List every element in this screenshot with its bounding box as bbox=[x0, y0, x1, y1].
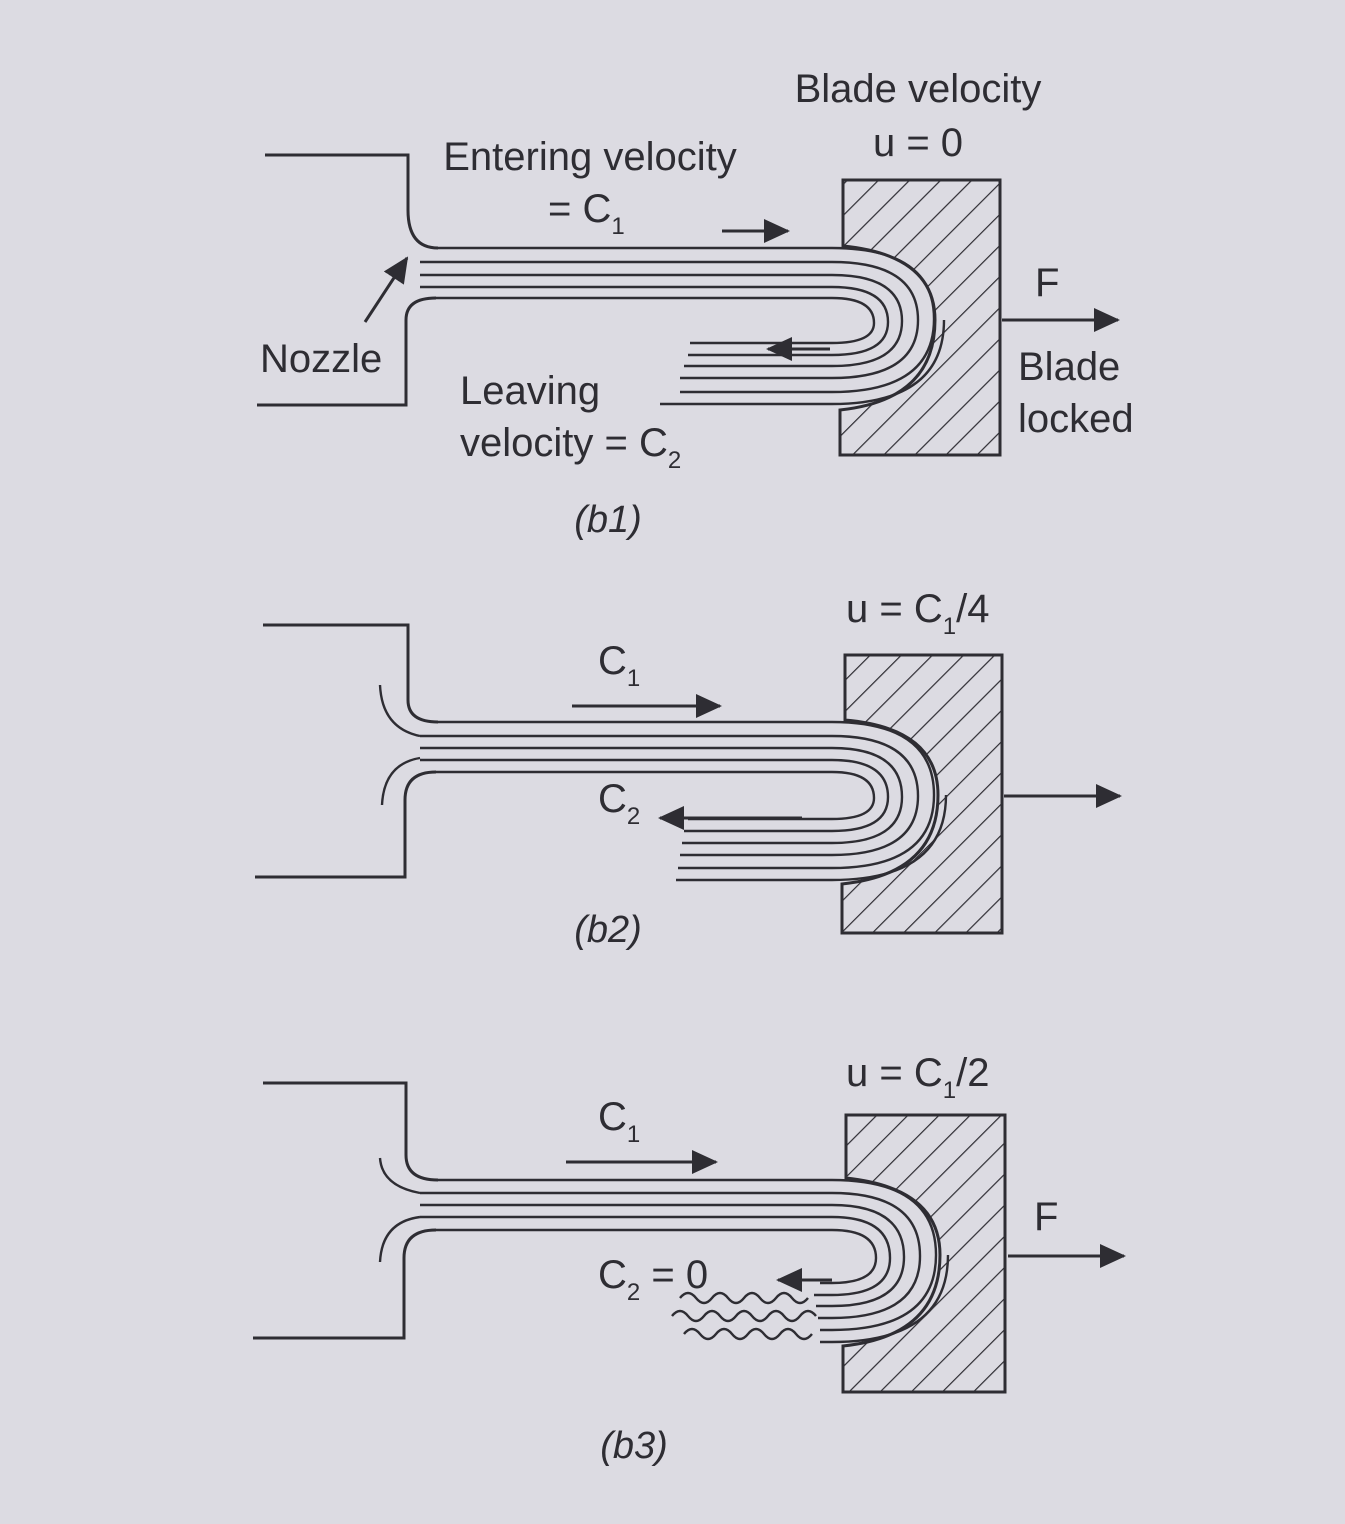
turbulent-exhaust bbox=[671, 1291, 817, 1341]
blade-locked-line1: Blade bbox=[1018, 345, 1120, 389]
nozzle-outline-bottom bbox=[253, 1228, 437, 1340]
blade-velocity-b1: u = 0 bbox=[873, 121, 963, 165]
panel-b1: Blade velocity u = 0 Entering velocity =… bbox=[257, 67, 1134, 541]
c1-label-b3: C1 bbox=[598, 1095, 640, 1148]
entering-velocity-symbol: = C1 bbox=[548, 187, 625, 240]
nozzle-outline-bottom bbox=[255, 770, 437, 879]
blade-velocity-title: Blade velocity bbox=[795, 67, 1042, 111]
caption-b1: (b1) bbox=[574, 499, 642, 541]
leaving-velocity-symbol: velocity = C2 bbox=[460, 421, 681, 474]
nozzle-outline-bottom bbox=[257, 296, 437, 407]
force-label-b1: F bbox=[1035, 261, 1059, 305]
entering-velocity-label: Entering velocity bbox=[443, 135, 736, 179]
nozzle-label: Nozzle bbox=[260, 337, 382, 381]
caption-b3: (b3) bbox=[600, 1425, 668, 1467]
blade-b1 bbox=[838, 178, 1002, 457]
blade-velocity-b3: u = C1/2 bbox=[846, 1051, 989, 1104]
panel-b2: u = C1/4 C1 C2 (b2) bbox=[255, 587, 1122, 951]
nozzle-pointer bbox=[363, 256, 409, 323]
c2-label-b2: C2 bbox=[598, 777, 640, 830]
c1-label-b2: C1 bbox=[598, 639, 640, 692]
caption-b2: (b2) bbox=[574, 909, 642, 951]
nozzle-outline-top bbox=[263, 1081, 439, 1182]
panel-b3: u = C1/2 C1 C2 = 0 F (b3) bbox=[253, 1051, 1126, 1467]
jet-streamlines bbox=[420, 720, 948, 882]
blade-velocity-b2: u = C1/4 bbox=[846, 587, 989, 640]
c2-label-b3: C2 = 0 bbox=[598, 1253, 708, 1306]
nozzle-outline-top bbox=[263, 623, 439, 724]
blade-locked-line2: locked bbox=[1018, 397, 1134, 441]
blade-b3 bbox=[841, 1113, 1007, 1394]
force-label-b3: F bbox=[1034, 1195, 1058, 1239]
blade-b2 bbox=[840, 653, 1004, 935]
leaving-velocity-label: Leaving bbox=[460, 369, 600, 413]
nozzle-outline-top bbox=[265, 153, 439, 250]
